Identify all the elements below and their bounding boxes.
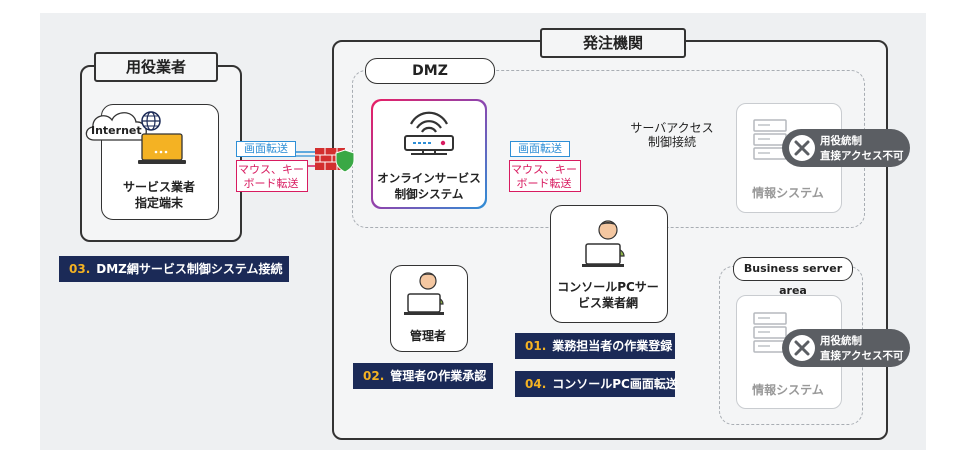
firewall-icon [315,148,355,173]
step-02-badge: 02.管理者の作業承認 [353,363,493,389]
info-system-label-top: 情報システム [752,186,824,200]
step-01-badge: 01.業務担当者の作業登録 [515,333,675,359]
step-04-badge: 04.コンソールPC画面転送 [515,371,678,397]
online-system-label-2: 制御システム [394,187,464,201]
step-03-badge: 03.DMZ網サービス制御システム接続 [59,256,289,282]
server-access-label-1: サーバアクセス [630,121,714,135]
online-system-label-1: オンラインサービス [377,171,481,185]
terminal-label-2: 指定端末 [134,196,183,210]
client-org-title: 発注機関 [540,28,686,58]
internet-label: Internet [91,124,142,137]
mouse-kb-label-right-2: ボード転送 [516,177,572,190]
laptop-icon [138,133,186,164]
terminal-label-1: サービス業者 [122,180,195,194]
server-access-label-2: 制御接続 [647,135,696,149]
console-label-1: コンソールPCサー [557,280,659,294]
block-label-top-2: 直接アクセス不可 [820,150,904,162]
operator-icon [582,220,625,267]
input-transfer-box-left [236,160,308,192]
mouse-kb-label-right-1: マウス、キー [511,163,577,176]
mouse-kb-label-left-2: ボード転送 [243,177,299,190]
user-org-title: 用役業者 [94,52,218,82]
screen-transfer-label-right: 画面転送 [510,141,570,157]
globe-icon [141,111,161,131]
block-label-top-1: 用役統制 [820,135,862,147]
block-label-bottom-2: 直接アクセス不可 [820,350,904,362]
router-icon [404,111,454,155]
server-icon [753,312,787,353]
admin-label: 管理者 [409,329,446,343]
close-icon [789,335,815,361]
admin-icon [404,272,444,315]
input-transfer-box-right [509,160,581,192]
info-system-label-bottom: 情報システム [752,383,824,397]
close-icon [789,135,815,161]
console-label-2: ビス業者網 [577,296,638,310]
business-area-label: Business server area [733,257,853,297]
block-label-bottom-1: 用役統制 [820,335,862,347]
server-icon [753,119,787,160]
mouse-kb-label-left-1: マウス、キー [238,163,304,176]
screen-transfer-label-left: 画面転送 [236,141,296,157]
dmz-label: DMZ [365,58,495,84]
